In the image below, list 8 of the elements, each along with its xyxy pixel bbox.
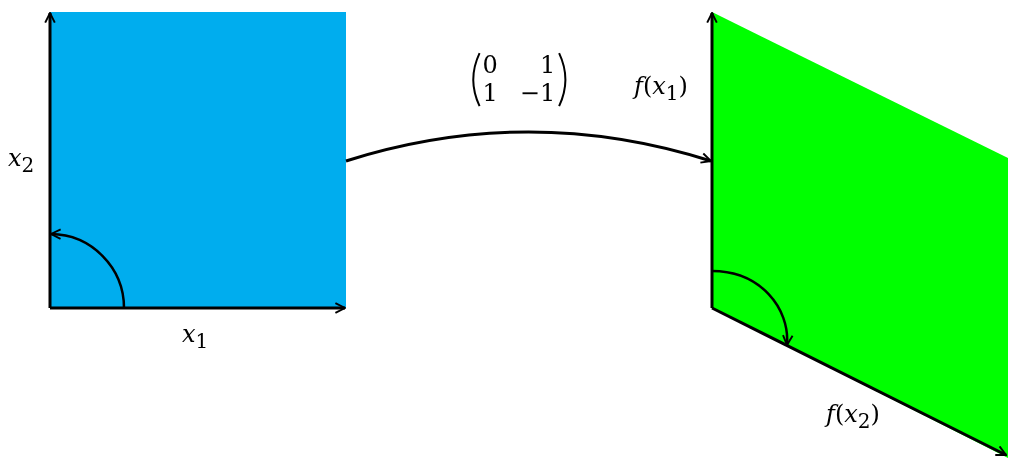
curved-arrow [345, 130, 712, 164]
square-region [50, 12, 346, 308]
axis-label: f(x$_{1}$) [634, 74, 688, 103]
axis-label: x$_{1}$ [182, 322, 209, 351]
axis-label: f(x$_{2}$) [826, 402, 880, 431]
axis-label: x$_{2}$ [8, 146, 35, 175]
matrix-label: 0 1 1 −1 [466, 52, 572, 108]
parallelogram-region [712, 12, 1008, 458]
